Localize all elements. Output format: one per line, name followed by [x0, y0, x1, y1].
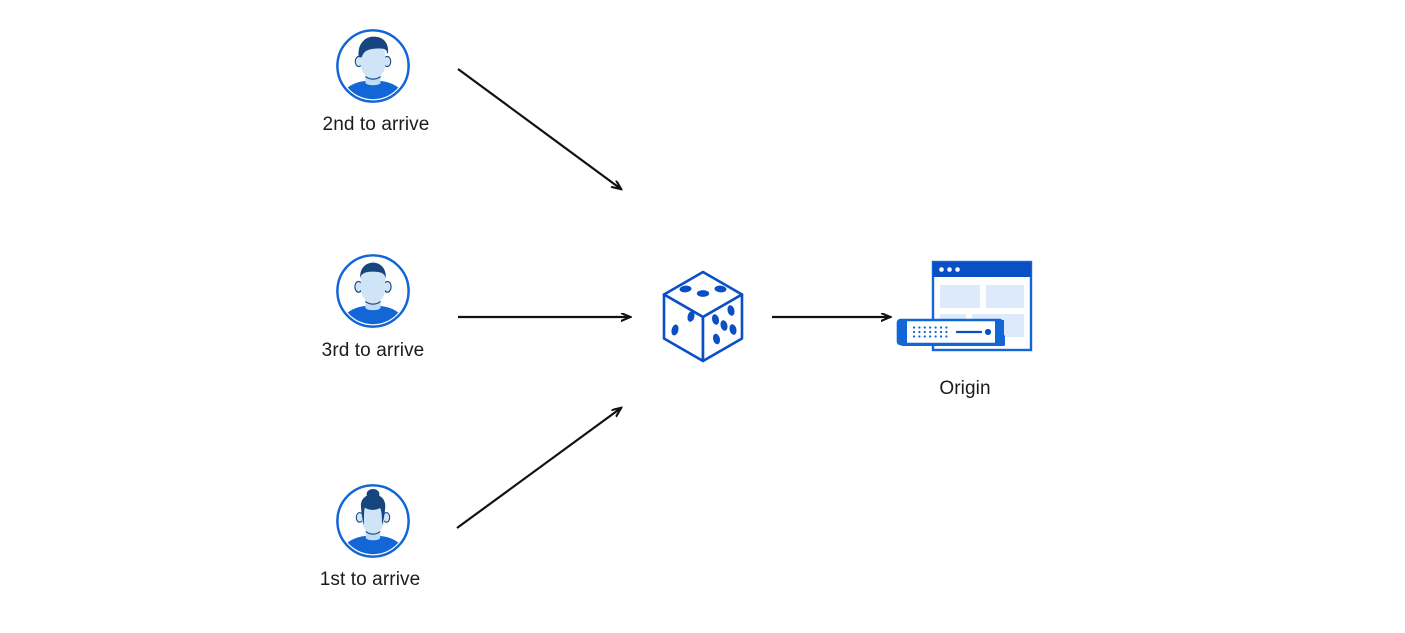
- origin-label: Origin: [939, 378, 991, 399]
- origin-server-icon: [895, 258, 1035, 363]
- dice-icon: [658, 268, 748, 366]
- arrow-1st-to-dice: [456, 408, 621, 529]
- client-1st-label: 1st to arrive: [319, 569, 421, 590]
- client-2nd-label: 2nd to arrive: [322, 114, 430, 135]
- client-3rd-label: 3rd to arrive: [321, 340, 425, 361]
- user-avatar-icon-3rd: [335, 253, 411, 329]
- user-avatar-icon-2nd: [335, 28, 411, 104]
- server-device-icon: [896, 318, 1005, 346]
- user-avatar-icon-1st: [335, 483, 411, 559]
